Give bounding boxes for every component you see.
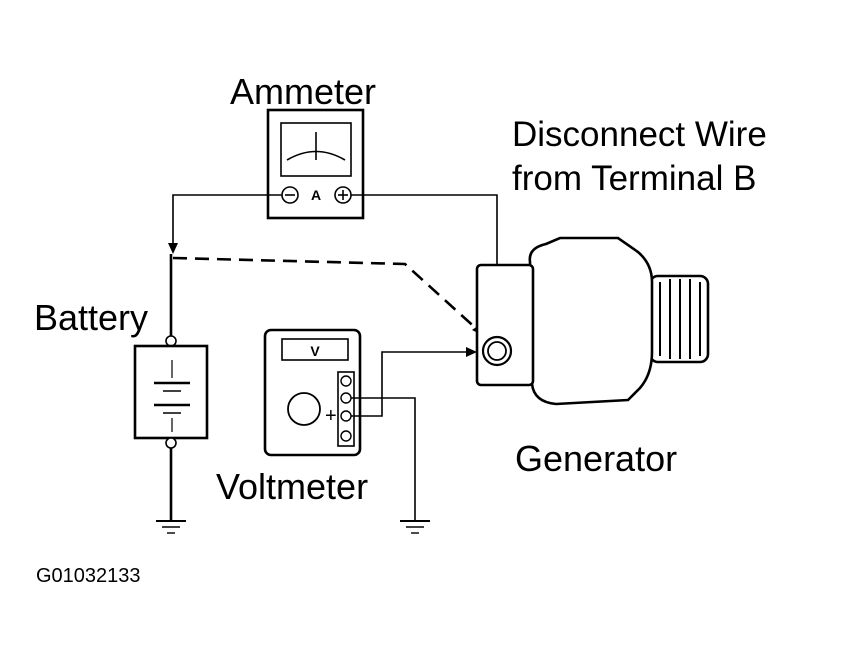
ammeter: A: [266, 108, 365, 220]
battery: [133, 254, 209, 534]
voltmeter: V +: [263, 328, 362, 457]
voltmeter-jack: [340, 392, 352, 404]
voltmeter-display: [281, 338, 349, 361]
voltmeter-label: Voltmeter: [216, 466, 368, 507]
generator-terminal-box: [475, 263, 535, 387]
voltmeter-jack-panel: [337, 371, 355, 447]
instruction-line-1: Disconnect Wire: [512, 115, 767, 154]
generator-housing: [528, 236, 654, 406]
voltmeter-plus-mark: +: [325, 405, 337, 427]
battery-body: [133, 344, 209, 440]
figure-id: G01032133: [36, 565, 141, 587]
voltmeter-jack: [340, 375, 352, 387]
battery-label: Battery: [34, 297, 148, 338]
arrow-head-icon: [466, 347, 477, 357]
wire-voltmeter-to-ground: [351, 397, 416, 520]
ammeter-unit-label: A: [311, 187, 321, 203]
wire-ammeter-to-battery: [172, 194, 282, 248]
disconnected-wire-dashed: [172, 256, 481, 333]
voltmeter-jack: [340, 430, 352, 442]
voltmeter-selector-dial: [287, 392, 321, 426]
ammeter-label: Ammeter: [230, 71, 376, 112]
voltmeter-jack: [340, 410, 352, 422]
generator: [475, 236, 710, 406]
ground-icon: [400, 520, 430, 534]
voltmeter-unit-label: V: [310, 343, 320, 359]
ground-icon: [156, 520, 186, 534]
arrow-head-icon: [168, 243, 178, 254]
voltmeter-body: [263, 328, 362, 457]
generator-label: Generator: [515, 438, 677, 479]
wire-voltmeter-to-terminal-b: [351, 351, 472, 417]
instruction-line-2: from Terminal B: [512, 159, 756, 198]
voltmeter-wiring: [351, 347, 477, 534]
